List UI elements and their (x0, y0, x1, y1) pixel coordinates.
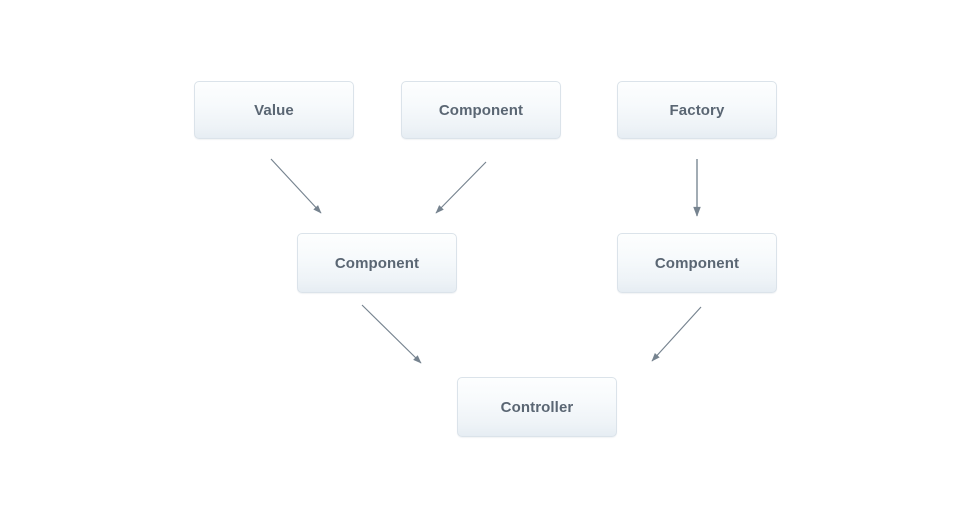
node-label: Component (654, 254, 740, 272)
edge-component-to-component (435, 161, 487, 214)
node-component-mid-right[interactable]: Component (617, 233, 777, 293)
node-component-top[interactable]: Component (401, 81, 561, 139)
edge-component-to-controller-left (361, 304, 422, 364)
node-factory[interactable]: Factory (617, 81, 777, 139)
node-label: Controller (500, 398, 574, 416)
node-label: Value (254, 101, 294, 119)
node-label: Component (438, 101, 524, 119)
node-component-mid-left[interactable]: Component (297, 233, 457, 293)
edge-value-to-component (270, 158, 322, 214)
node-value[interactable]: Value (194, 81, 354, 139)
node-label: Component (334, 254, 420, 272)
node-controller[interactable]: Controller (457, 377, 617, 437)
node-label: Factory (669, 101, 725, 119)
edge-component-to-controller-right (651, 306, 702, 362)
